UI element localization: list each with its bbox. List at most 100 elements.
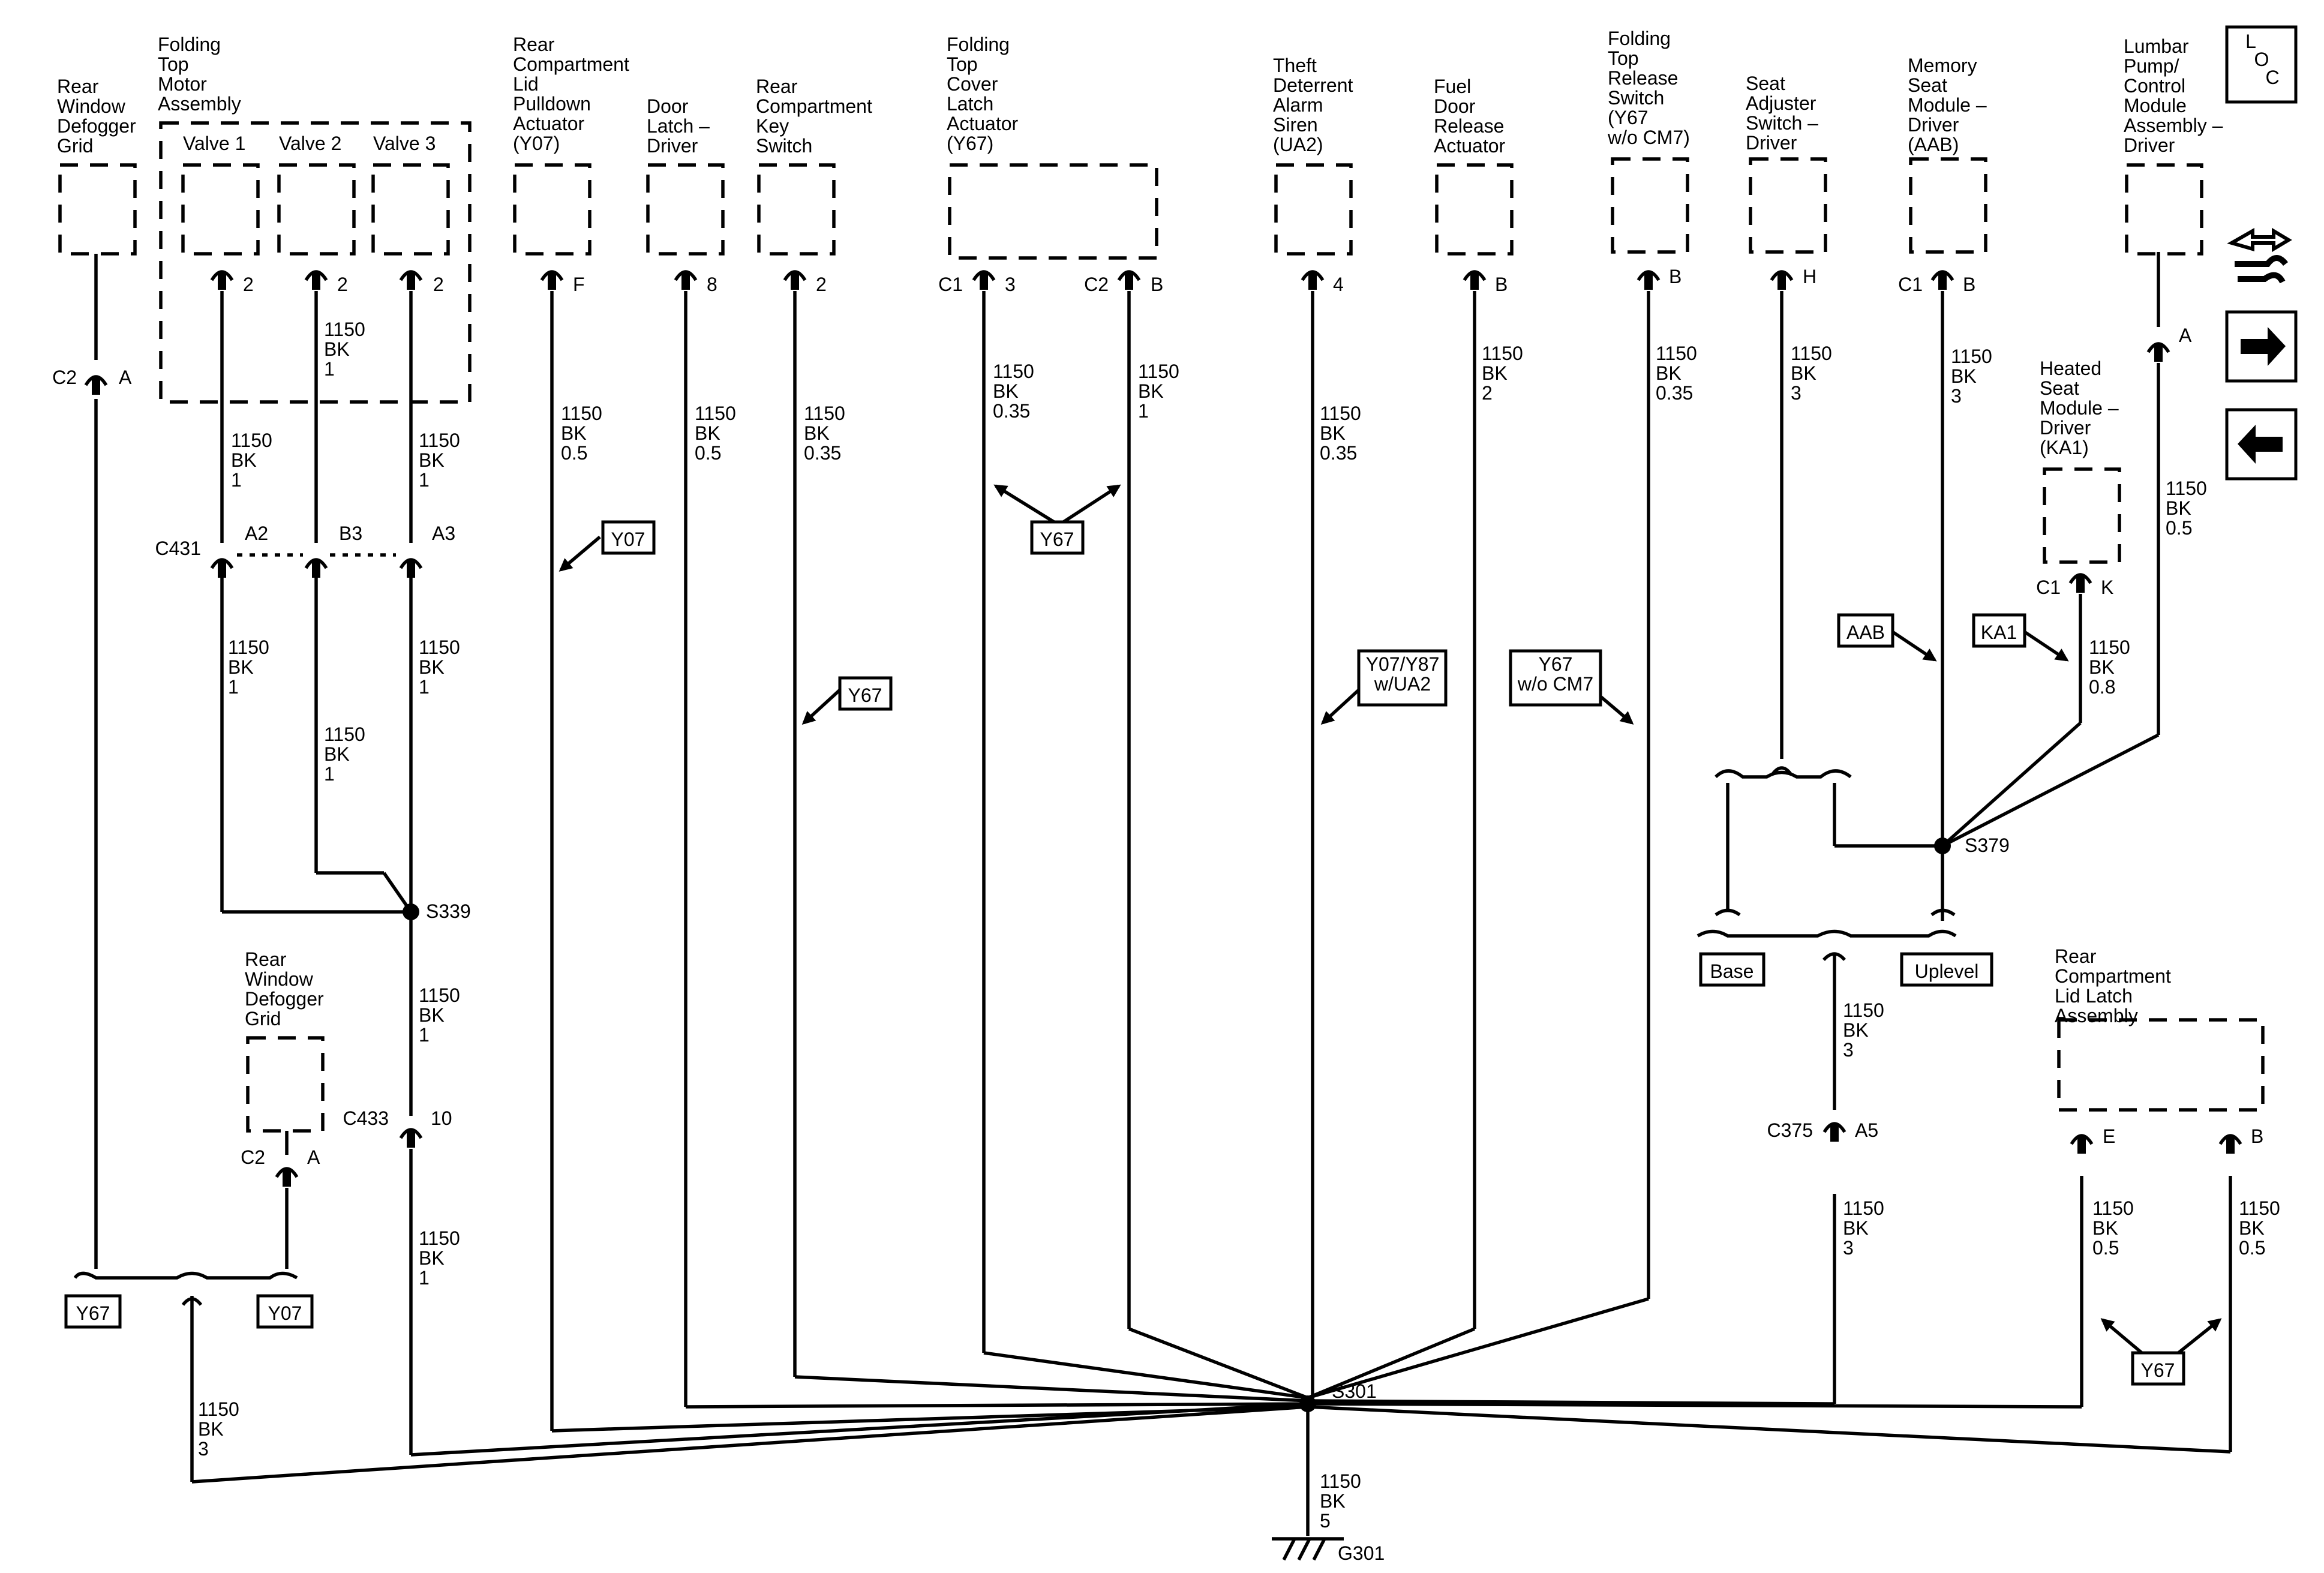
pin-label: C1 (938, 274, 963, 295)
pin-label: C433 (343, 1107, 389, 1129)
pin-label: C1 (1898, 274, 1923, 295)
connector-pin (92, 377, 100, 395)
previous-page-arrow-icon[interactable] (2225, 408, 2298, 481)
pin-label: 10 (431, 1107, 452, 1129)
option-uplevel: Uplevel (1915, 960, 1979, 982)
g301-label: G301 (1338, 1542, 1385, 1564)
pin-label: B (1963, 274, 1975, 295)
pin-label: A2 (245, 523, 268, 544)
connector-pin (1830, 1124, 1839, 1142)
valve-3-label: Valve 3 (373, 133, 436, 154)
component-locator-icon[interactable] (2227, 227, 2292, 284)
pin-label: A5 (1855, 1119, 1878, 1141)
option-y07-a: Y07 (611, 529, 645, 550)
connector-pin (791, 272, 799, 290)
option-y07-defog: Y07 (268, 1302, 302, 1324)
splices (403, 837, 1951, 1412)
connector-pin (1644, 272, 1653, 290)
option-aab: AAB (1846, 622, 1885, 643)
pin-label: A (119, 367, 132, 388)
pin-label: C2 (241, 1146, 265, 1168)
connector-pin (2077, 1136, 2086, 1154)
navigation-icons (2225, 25, 2298, 481)
connector-pin (218, 272, 226, 290)
pin-label: 2 (816, 274, 827, 295)
next-page-arrow-icon[interactable] (2225, 310, 2298, 383)
pin-label: F (573, 274, 585, 295)
option-y67-key: Y67 (848, 685, 882, 706)
pin-label: 2 (243, 274, 254, 295)
connector-pin (1470, 272, 1479, 290)
s379-label: S379 (1965, 834, 2010, 856)
connector-pin (1308, 272, 1317, 290)
connector-pin (283, 1169, 291, 1187)
pin-label: C1 (2036, 577, 2061, 598)
loc-icon[interactable] (2225, 25, 2298, 104)
pin-label: B (1151, 274, 1163, 295)
option-boxes: Y07 Y67 Y67 AAB KA1 Base Uplevel Y67 Y07… (64, 520, 2185, 1386)
connector-pin (2226, 1136, 2235, 1154)
pin-label: 8 (707, 274, 717, 295)
valve-1-label: Valve 1 (183, 133, 245, 154)
pin-label: 2 (433, 274, 444, 295)
valve-2-label: Valve 2 (279, 133, 341, 154)
pin-label: A3 (432, 523, 455, 544)
option-y67-latch: Y67 (2141, 1359, 2175, 1381)
option-base: Base (1710, 960, 1754, 982)
option-ka1: KA1 (1981, 622, 2017, 643)
option-y67-cover: Y67 (1040, 529, 1074, 550)
s301-splice-dot (1299, 1395, 1316, 1412)
connector-pin (407, 1130, 415, 1148)
connector-pin (548, 272, 556, 290)
component-boxes (58, 121, 2265, 1133)
connector-pin (407, 272, 415, 290)
pin-label: C431 (155, 538, 202, 559)
pin-label: B3 (339, 523, 362, 544)
connector-pin (312, 560, 320, 578)
connector-pin (1125, 272, 1133, 290)
wires (73, 252, 2232, 1561)
connector-pin (1938, 272, 1947, 290)
pin-label: 2 (337, 274, 348, 295)
connector-pin (312, 272, 320, 290)
pin-label: H (1803, 266, 1816, 287)
connector-pin (218, 560, 226, 578)
s339-splice-dot (403, 903, 419, 920)
s379-splice-dot (1934, 837, 1951, 854)
pin-label: 3 (1005, 274, 1016, 295)
